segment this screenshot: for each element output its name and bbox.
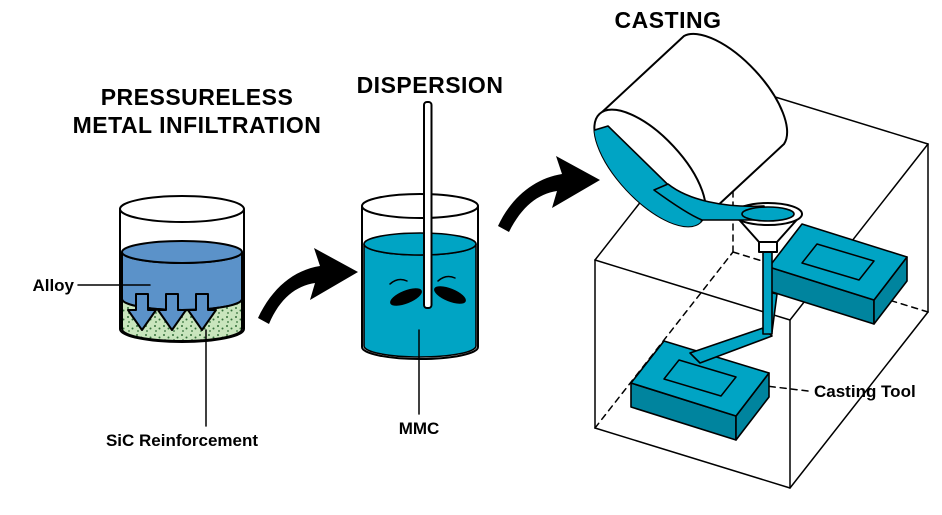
- box-top-near-edges: [594, 143, 929, 321]
- alloy-label: Alloy: [32, 276, 74, 295]
- runner-left: [689, 327, 773, 364]
- infiltration-beaker: [119, 195, 245, 343]
- infiltration-arrows-icon: [127, 293, 217, 331]
- casting-tool-leader-line: [765, 385, 809, 392]
- box-hidden-edge: [594, 251, 734, 429]
- dispersion-stage: DISPERSION MMC: [357, 72, 504, 438]
- funnel-neck: [758, 241, 778, 253]
- mold-slab-left: [630, 340, 770, 441]
- funnel-liquid: [741, 206, 795, 222]
- stirrer-blade-right-icon: [434, 286, 466, 304]
- mold-top: [768, 223, 908, 301]
- dispersion-title: DISPERSION: [357, 72, 504, 98]
- mmc-surface: [363, 232, 477, 256]
- infiltration-stage: PRESSURELESS METAL INFILTRATION Alloy Si…: [32, 84, 322, 450]
- mold-cavity-outline: [663, 359, 737, 397]
- casting-tool-label: Casting Tool: [814, 382, 916, 401]
- dispersion-beaker: [361, 101, 479, 360]
- flow-arrow-1-icon: [258, 248, 358, 324]
- stir-swirl-mark: [437, 275, 456, 282]
- down-arrow-icon: [157, 293, 187, 331]
- infiltration-title-line1: PRESSURELESS: [101, 84, 294, 110]
- mmc-label: MMC: [399, 419, 440, 438]
- casting-title: CASTING: [615, 7, 722, 33]
- flow-arrow-2-icon: [498, 156, 600, 232]
- stirrer-blade-left-icon: [390, 288, 422, 306]
- down-arrow-icon: [127, 293, 157, 331]
- stirrer-rod: [423, 101, 433, 309]
- mold-cavity-outline: [801, 243, 875, 281]
- down-arrow-icon: [187, 293, 217, 331]
- sic-label: SiC Reinforcement: [106, 431, 258, 450]
- alloy-surface: [121, 240, 243, 264]
- sprue-stream: [762, 249, 773, 335]
- beaker-rim: [119, 195, 245, 223]
- casting-stage: CASTING: [576, 7, 929, 489]
- stir-swirl-mark: [389, 278, 408, 285]
- infiltration-title-line2: METAL INFILTRATION: [73, 112, 322, 138]
- mold-slab-right: [768, 223, 908, 325]
- pour-stream: [653, 183, 765, 221]
- mold-top: [630, 340, 770, 417]
- beaker-rim: [361, 193, 479, 219]
- beaker-body: [361, 205, 479, 360]
